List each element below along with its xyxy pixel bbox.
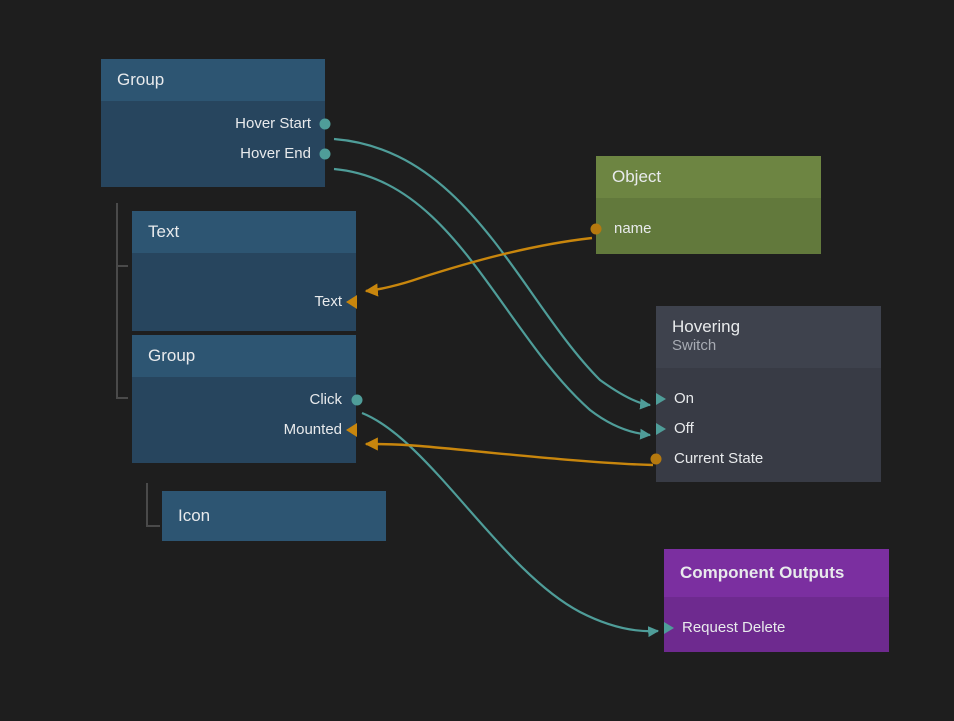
node-object[interactable]: Object name — [590, 156, 821, 254]
port-on[interactable]: On — [656, 384, 881, 414]
tree-guide-vertical-icon — [146, 483, 148, 527]
tree-guide-tick-group — [116, 397, 128, 399]
port-request-delete[interactable]: Request Delete — [664, 613, 889, 643]
socket-dot-orange-icon[interactable] — [650, 453, 662, 465]
port-click[interactable]: Click — [132, 385, 363, 415]
socket-dot-orange-icon[interactable] — [590, 223, 602, 235]
node-body: Text — [132, 253, 357, 331]
port-mounted[interactable]: Mounted — [132, 415, 357, 445]
node-body: Hover Start Hover End — [101, 101, 331, 187]
port-label: Click — [309, 391, 343, 408]
node-title: Icon — [162, 491, 386, 541]
port-current-state[interactable]: Current State — [650, 444, 881, 474]
tree-guide-tick-text — [116, 265, 128, 267]
node-text[interactable]: Text Text — [132, 211, 357, 331]
socket-arrow-teal-icon[interactable] — [656, 393, 666, 405]
node-body: Click Mounted — [132, 377, 363, 463]
port-name[interactable]: name — [590, 214, 821, 244]
socket-dot-teal-icon[interactable] — [319, 118, 331, 130]
node-subtitle-wrap: Switch — [656, 336, 881, 368]
wire-click-to-request-delete — [361, 411, 660, 638]
node-body: Request Delete — [664, 597, 889, 652]
port-label: Mounted — [283, 421, 342, 438]
port-label: Request Delete — [682, 619, 786, 636]
socket-arrow-orange-icon[interactable] — [346, 423, 357, 437]
port-text-input[interactable]: Text — [132, 287, 357, 317]
node-title: Object — [596, 156, 821, 198]
port-label: On — [674, 390, 695, 407]
node-group-child[interactable]: Group Click Mounted — [132, 335, 363, 463]
socket-dot-teal-icon[interactable] — [351, 394, 363, 406]
node-title: Text — [132, 211, 356, 253]
tree-guide-tick-icon — [146, 525, 160, 527]
port-label: Text — [314, 293, 342, 310]
socket-arrow-teal-icon[interactable] — [664, 622, 674, 634]
node-body: name — [590, 198, 821, 254]
port-label: Current State — [674, 450, 764, 467]
wire-name-to-text — [364, 236, 593, 297]
node-title: Group — [101, 59, 325, 101]
wire-current-state-to-mounted — [364, 437, 654, 467]
node-title: Group — [132, 335, 356, 377]
node-title: Component Outputs — [664, 549, 889, 597]
port-label: Hover End — [240, 145, 311, 162]
port-label: Hover Start — [235, 115, 311, 132]
port-label: name — [614, 220, 652, 237]
node-group-root[interactable]: Group Hover Start Hover End — [101, 59, 331, 187]
port-label: Off — [674, 420, 694, 437]
node-icon[interactable]: Icon — [162, 491, 386, 541]
socket-dot-teal-icon[interactable] — [319, 148, 331, 160]
node-body: On Off Current State — [650, 368, 881, 482]
port-off[interactable]: Off — [656, 414, 881, 444]
port-hover-start[interactable]: Hover Start — [101, 109, 331, 139]
tree-guide-vertical-root — [116, 203, 118, 399]
node-component-outputs[interactable]: Component Outputs Request Delete — [664, 549, 889, 652]
node-hovering-switch[interactable]: Hovering Switch On Off Current State — [650, 306, 881, 482]
port-hover-end[interactable]: Hover End — [101, 139, 331, 169]
node-title: Hovering — [656, 306, 881, 338]
socket-arrow-orange-icon[interactable] — [346, 295, 357, 309]
socket-arrow-teal-icon[interactable] — [656, 423, 666, 435]
node-subtitle: Switch — [672, 337, 717, 354]
